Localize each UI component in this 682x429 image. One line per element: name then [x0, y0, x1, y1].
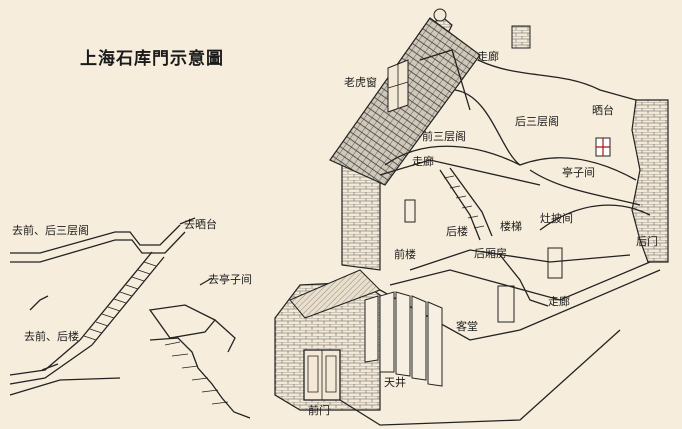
label-front-door: 前门	[308, 403, 330, 417]
label-back-door: 后门	[636, 234, 658, 248]
label-staircase: 楼梯	[500, 219, 522, 233]
label-corridor-ground: 走廊	[548, 294, 570, 308]
stair-detail	[9, 217, 251, 419]
label-dormer-window: 老虎窗	[344, 75, 377, 89]
label-courtyard: 天井	[384, 375, 406, 389]
label-rear-third-loft: 后三层阁	[515, 114, 559, 128]
label-rooftop-terrace: 晒台	[592, 103, 614, 117]
stair-label-front-rear-floor: 去前、后楼	[24, 329, 79, 343]
house-cutaway	[274, 8, 669, 426]
label-corridor-middle: 走廊	[412, 154, 434, 168]
diagram-title: 上海石库門示意圖	[80, 48, 224, 69]
label-pavilion-room: 亭子间	[562, 165, 595, 179]
label-rear-wing-room: 后厢房	[474, 247, 507, 260]
stair-label-pavilion-room: 去亭子间	[208, 272, 252, 286]
label-front-floor: 前楼	[394, 247, 416, 261]
stair-label-drying-deck: 去晒台	[184, 217, 217, 231]
stair-label-front-rear-third-loft: 去前、后三层阁	[12, 223, 89, 237]
label-corridor-top: 走廊	[477, 49, 499, 63]
label-front-third-loft: 前三层阁	[422, 129, 466, 143]
label-stove-room: 灶披间	[540, 211, 573, 225]
label-rear-floor: 后楼	[446, 224, 468, 238]
label-living-hall: 客堂	[456, 319, 478, 333]
